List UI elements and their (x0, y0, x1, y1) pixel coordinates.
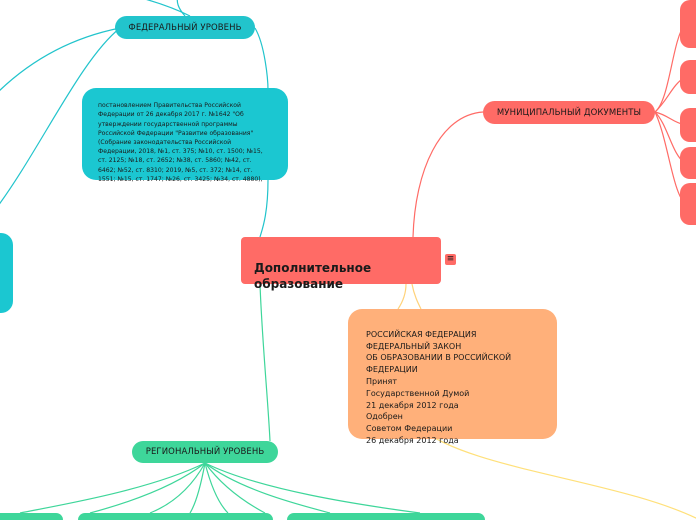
municipal-documents-label: МУНИЦИПАЛЬНЫЙ ДОКУМЕНТЫ (496, 107, 642, 118)
municipal-subnode-partial-2[interactable] (680, 60, 696, 94)
regional-level-node[interactable]: РЕГИОНАЛЬНЫЙ УРОВЕНЬ (132, 441, 278, 463)
federal-level-node[interactable]: ФЕДЕРАЛЬНЫЙ УРОВЕНЬ (115, 16, 255, 39)
regional-level-label: РЕГИОНАЛЬНЫЙ УРОВЕНЬ (145, 447, 265, 457)
regional-subnode-partial-3[interactable] (287, 513, 485, 520)
federal-document-node[interactable]: постановлением Правительства Российской … (82, 88, 288, 183)
municipal-subnode-partial-5[interactable] (680, 183, 696, 225)
federal-law-node[interactable]: РОССИЙСКАЯ ФЕДЕРАЦИЯ ФЕДЕРАЛЬНЫЙ ЗАКОН О… (348, 309, 557, 445)
regional-subnode-partial-1[interactable] (0, 513, 63, 520)
menu-icon[interactable]: ≡ (445, 254, 456, 265)
federal-document-text: постановлением Правительства Российской … (98, 102, 263, 183)
central-topic-node[interactable]: Дополнительное образование (241, 237, 441, 291)
municipal-subnode-partial-4[interactable] (680, 147, 696, 179)
municipal-subnode-partial-3[interactable] (680, 108, 696, 142)
regional-subnode-partial-2[interactable] (78, 513, 273, 520)
federal-level-label: ФЕДЕРАЛЬНЫЙ УРОВЕНЬ (128, 22, 242, 33)
central-topic-title: Дополнительное образование (254, 260, 372, 292)
federal-law-text: РОССИЙСКАЯ ФЕДЕРАЦИЯ ФЕДЕРАЛЬНЫЙ ЗАКОН О… (366, 329, 512, 445)
federal-subnode-partial[interactable] (0, 233, 13, 313)
municipal-subnode-partial-1[interactable] (680, 0, 696, 48)
municipal-documents-node[interactable]: МУНИЦИПАЛЬНЫЙ ДОКУМЕНТЫ (483, 101, 655, 124)
